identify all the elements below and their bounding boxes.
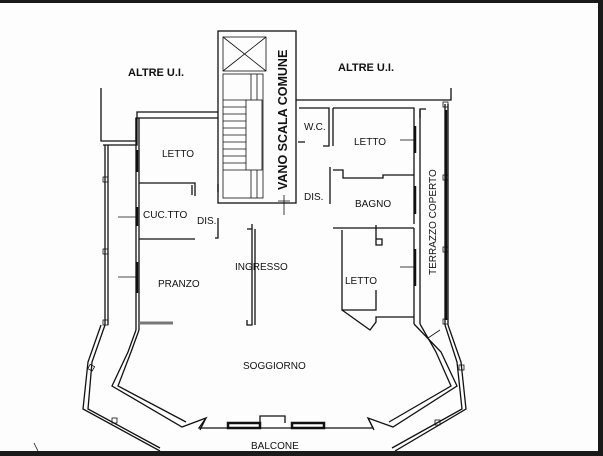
floor-plan-drawing: ALTRE U.I. ALTRE U.I. VANO SCALA COMUNE … [33,30,467,451]
label-kitchenette: CUC.TTO [143,210,187,221]
label-covered-terrace: TERRAZZO COPERTO [428,169,439,275]
living-perimeter [33,323,467,451]
label-bedroom-3: LETTO [345,276,377,287]
stair-core [217,30,297,215]
label-living-room: SOGGIORNO [243,361,306,372]
label-hall-left: DIS. [197,216,216,227]
label-entrance: INGRESSO [235,262,288,273]
label-hall-right: DIS. [304,192,323,203]
label-bathroom: BAGNO [355,199,391,210]
label-bedroom-2: LETTO [354,137,386,148]
label-dining: PRANZO [158,279,200,290]
floor-plan: ALTRE U.I. ALTRE U.I. VANO SCALA COMUNE … [0,3,598,451]
label-balcony: BALCONE [251,441,299,451]
label-common-stair: VANO SCALA COMUNE [276,50,290,190]
label-other-units-right: ALTRE U.I. [338,62,394,74]
right-walls [296,88,452,339]
left-walls [100,88,256,330]
label-other-units-left: ALTRE U.I. [128,67,184,79]
label-wc: W.C. [304,122,326,133]
label-bedroom-1: LETTO [162,149,194,160]
